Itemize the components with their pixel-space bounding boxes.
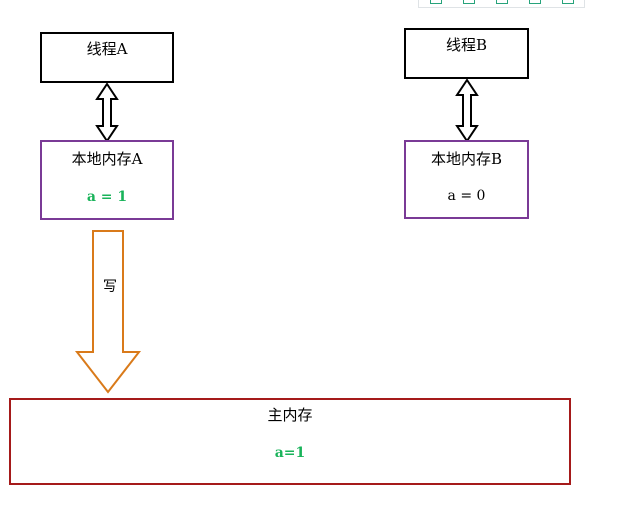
local-memory-a-box: 本地内存A a = 1 [40,140,174,220]
local-memory-b-label: 本地内存B [430,150,503,168]
local-memory-a-value: a = 1 [86,189,128,205]
thread-b-label: 线程B [445,36,488,54]
thread-a-box: 线程A [40,32,174,83]
main-memory-label: 主内存 [267,406,313,424]
toolbar-icon-1[interactable] [429,0,442,4]
local-memory-a-label: 本地内存A [71,150,143,168]
thread-a-label: 线程A [86,40,128,58]
diagram-toolbar [418,0,585,8]
local-memory-b-value: a = 0 [447,188,486,204]
main-memory-value: a=1 [274,445,306,461]
double-arrow-a [95,82,119,143]
toolbar-icon-2[interactable] [462,0,475,4]
toolbar-icon-5[interactable] [561,0,574,4]
main-memory-box: 主内存 a=1 [9,398,571,485]
write-label: 写 [103,279,117,295]
write-arrow [74,230,142,394]
double-arrow-b [455,78,479,143]
toolbar-icon-3[interactable] [495,0,508,4]
thread-b-box: 线程B [404,28,529,79]
local-memory-b-box: 本地内存B a = 0 [404,140,529,219]
toolbar-icon-4[interactable] [528,0,541,4]
